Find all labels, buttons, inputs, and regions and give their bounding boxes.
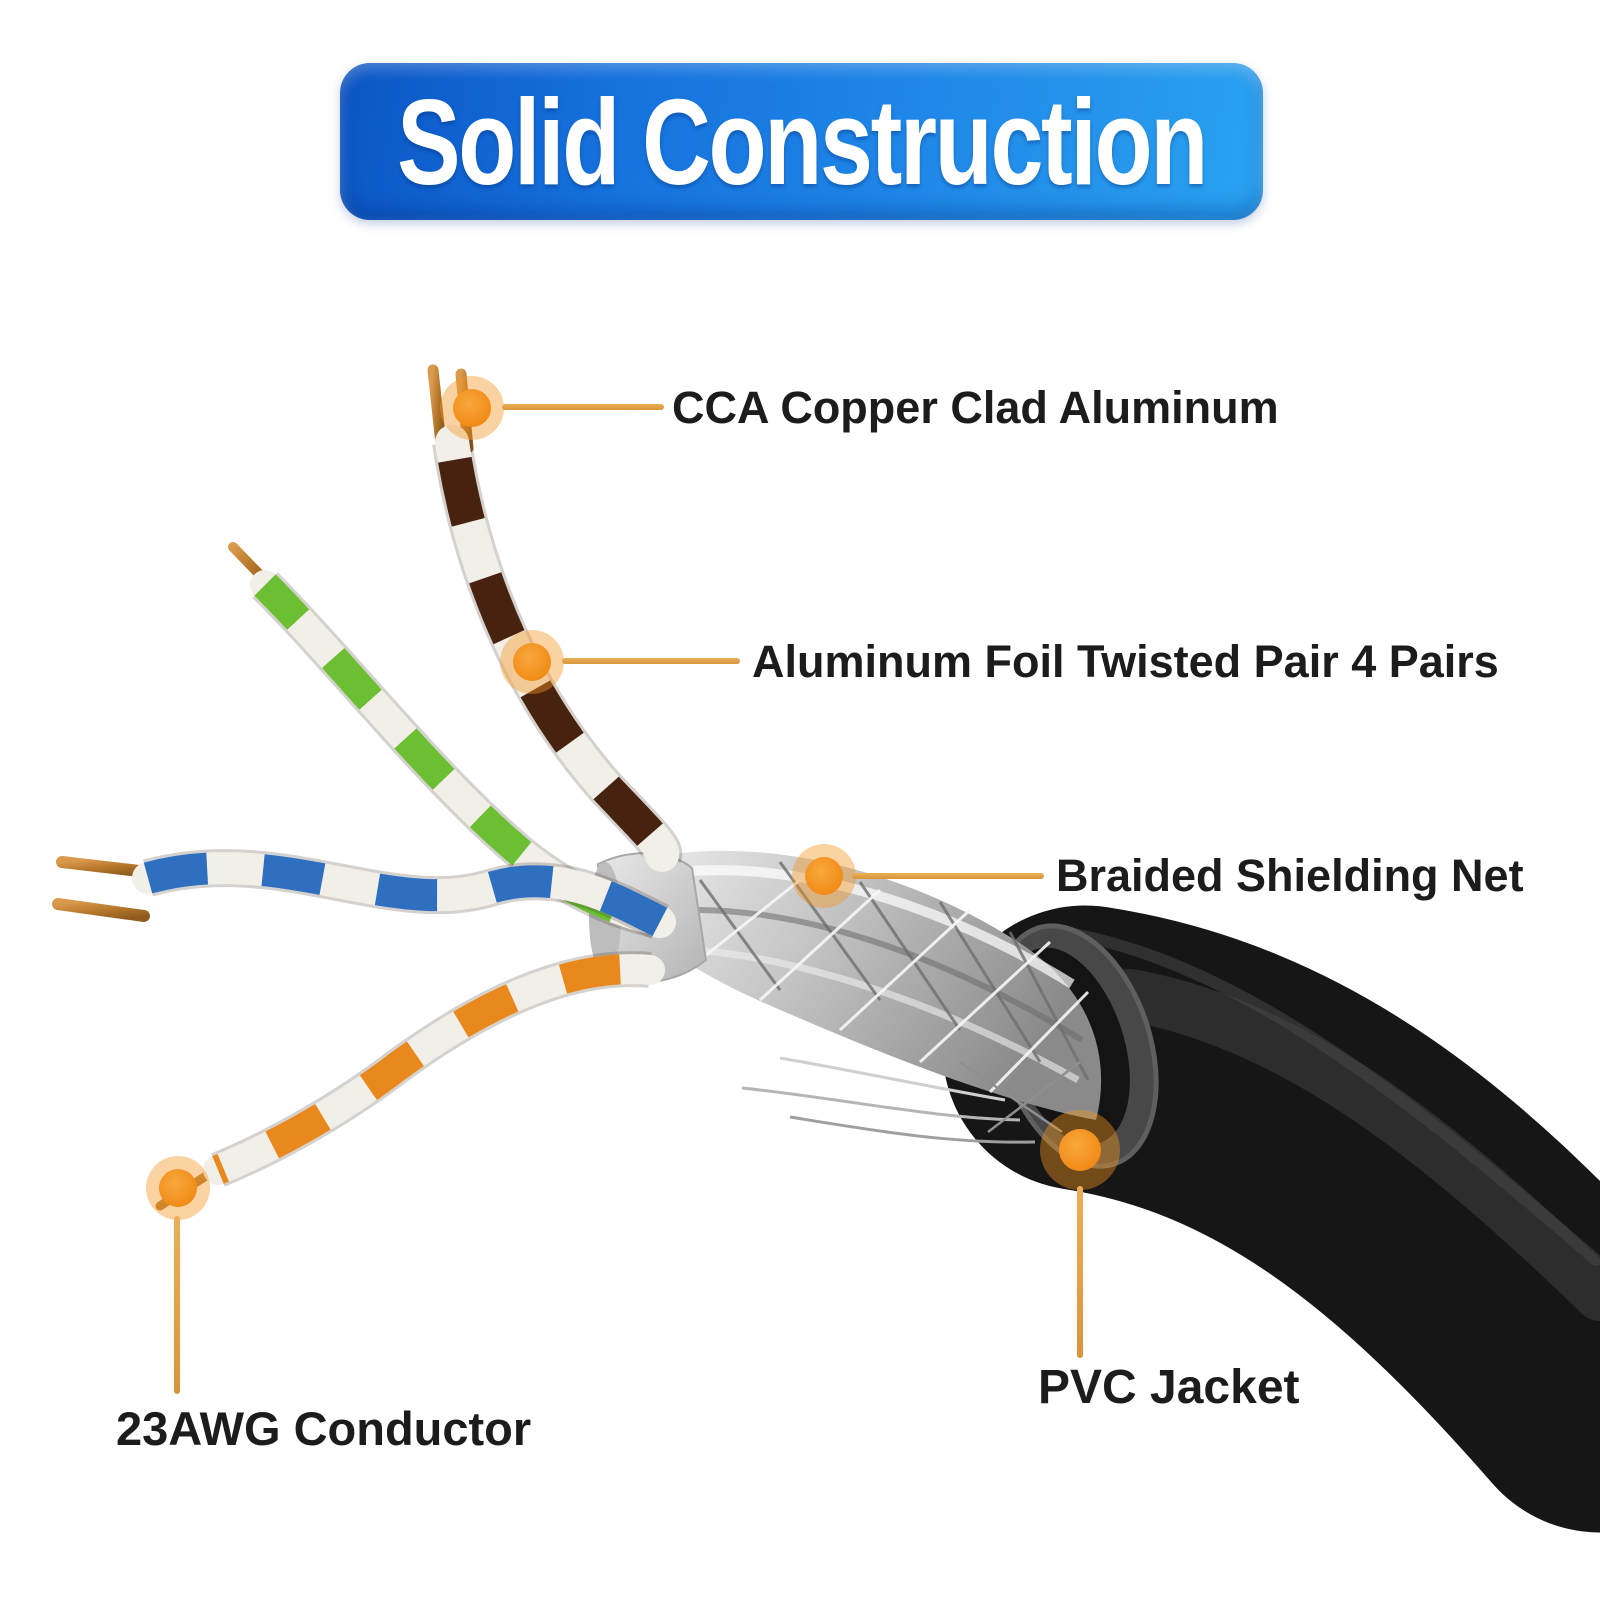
callout-line (174, 1216, 180, 1394)
title-banner: Solid Construction (340, 63, 1263, 220)
callout-label-jacket: PVC Jacket (1038, 1361, 1300, 1414)
callout-dot-icon (440, 376, 504, 440)
page-title: Solid Construction (397, 73, 1208, 210)
brown-white-pair (427, 364, 683, 872)
callout-line (562, 658, 740, 664)
dot-core (453, 389, 491, 427)
orange-white-pair (155, 951, 665, 1211)
twisted-pairs (52, 364, 683, 1211)
blue-white-pair (52, 849, 676, 939)
callout-line (502, 404, 664, 410)
callout-dot-icon (1040, 1110, 1120, 1190)
dot-core (1059, 1129, 1101, 1171)
callout-label-foil: Aluminum Foil Twisted Pair 4 Pairs (752, 636, 1499, 687)
callout-line (1077, 1186, 1083, 1358)
callout-label-braid: Braided Shielding Net (1056, 850, 1524, 901)
callout-label-cca: CCA Copper Clad Aluminum (672, 382, 1279, 433)
callout-dot-icon (792, 844, 856, 908)
pvc-jacket-shape (942, 905, 1600, 1533)
braided-shield-shape (612, 850, 1102, 1144)
callout-dot-icon (146, 1156, 210, 1220)
dot-core (159, 1169, 197, 1207)
callout-dot-icon (500, 630, 564, 694)
callout-line (852, 873, 1044, 879)
dot-core (513, 643, 551, 681)
callout-label-conductor: 23AWG Conductor (116, 1402, 532, 1455)
dot-core (805, 857, 843, 895)
